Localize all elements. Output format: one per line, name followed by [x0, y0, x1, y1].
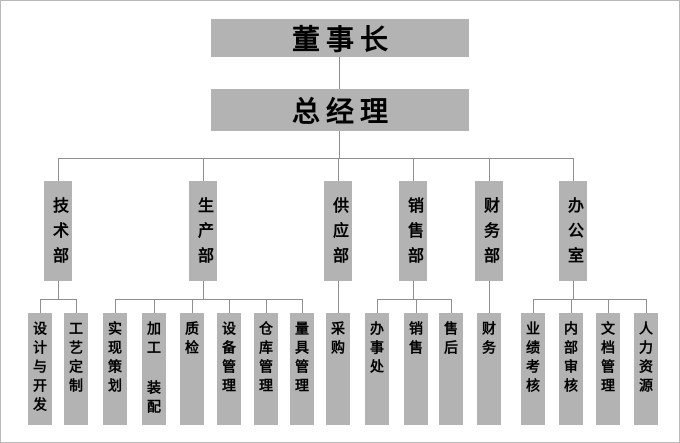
leaf-box: 文档管理 — [596, 313, 620, 425]
connector-line — [377, 299, 378, 313]
connector-line — [58, 158, 574, 159]
dept-production-box: 生产部 — [189, 181, 217, 281]
leaf-box: 业绩考核 — [521, 313, 545, 425]
leaf-box: 售后 — [439, 313, 463, 425]
dept-sales-box: 销售部 — [399, 181, 427, 281]
dept-office-box: 办公室 — [559, 181, 587, 281]
connector-line — [646, 299, 647, 313]
connector-line — [416, 299, 417, 313]
connector-line — [608, 299, 609, 313]
leaf-box: 仓库管理 — [254, 313, 278, 425]
general-manager-box: 总经理 — [211, 89, 469, 131]
connector-line — [40, 299, 77, 300]
connector-line — [413, 281, 414, 299]
connector-line — [154, 299, 155, 313]
connector-line — [339, 57, 340, 89]
leaf-box: 采购 — [326, 313, 350, 425]
connector-line — [203, 281, 204, 299]
connector-line — [573, 281, 574, 299]
dept-finance-box: 财务部 — [475, 181, 503, 281]
connector-line — [338, 281, 339, 313]
connector-line — [413, 158, 414, 181]
leaf-box: 办事处 — [365, 313, 389, 425]
chairman-box: 董事长 — [211, 19, 469, 57]
leaf-box: 工艺定制 — [64, 313, 88, 425]
connector-line — [451, 299, 452, 313]
connector-line — [573, 158, 574, 181]
dept-tech-box: 技术部 — [44, 181, 72, 281]
leaf-box: 人力资源 — [634, 313, 658, 425]
connector-line — [533, 299, 534, 313]
connector-line — [489, 158, 490, 181]
connector-line — [115, 299, 116, 313]
leaf-box: 销售 — [404, 313, 428, 425]
leaf-box: 实现策划 — [103, 313, 127, 425]
dept-supply-box: 供应部 — [324, 181, 352, 281]
connector-line — [192, 299, 193, 313]
leaf-box: 质检 — [180, 313, 204, 425]
leaf-box: 量具管理 — [290, 313, 314, 425]
connector-line — [58, 281, 59, 299]
connector-line — [377, 299, 452, 300]
connector-line — [229, 299, 230, 313]
connector-line — [58, 158, 59, 181]
leaf-box: 设计与开发 — [28, 313, 52, 425]
leaf-box: 财务 — [477, 313, 501, 425]
connector-line — [76, 299, 77, 313]
connector-line — [40, 299, 41, 313]
connector-line — [571, 299, 572, 313]
connector-line — [302, 299, 303, 313]
leaf-box: 内部审核 — [559, 313, 583, 425]
connector-line — [533, 299, 647, 300]
leaf-box: 加工 装配 — [142, 313, 166, 425]
leaf-box: 设备管理 — [217, 313, 241, 425]
connector-line — [266, 299, 267, 313]
connector-line — [339, 131, 340, 158]
connector-line — [338, 158, 339, 181]
connector-line — [203, 158, 204, 181]
connector-line — [115, 299, 303, 300]
connector-line — [489, 281, 490, 313]
